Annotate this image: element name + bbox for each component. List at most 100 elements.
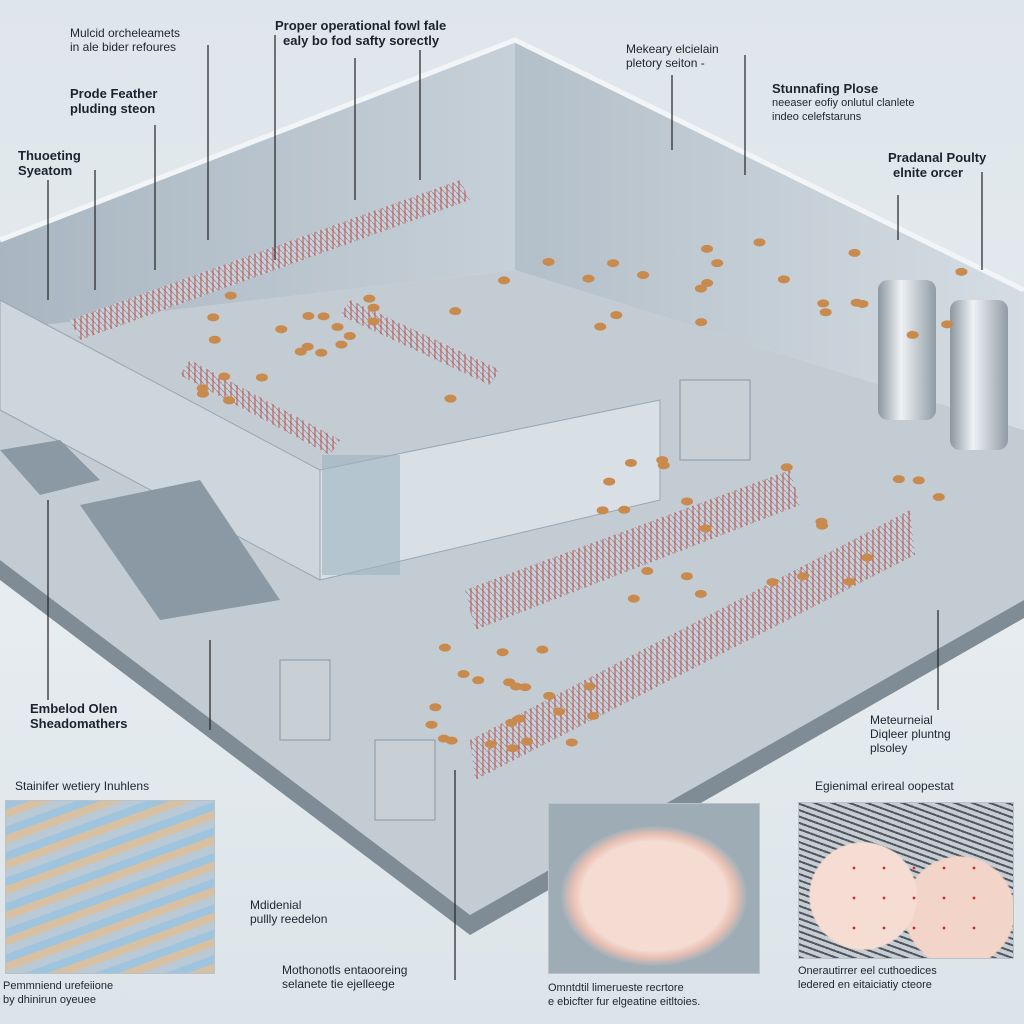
label-line: Sheadomathers: [30, 716, 128, 731]
chicken: [816, 521, 829, 530]
inset-plucking-drum: [798, 802, 1014, 959]
chicken: [223, 396, 236, 405]
chicken: [861, 553, 874, 562]
chicken: [700, 244, 713, 253]
chicken: [932, 493, 945, 502]
label-line: ealy bo fod safty sorectly: [283, 33, 440, 48]
back-wall-left: [0, 40, 515, 330]
office-block: [319, 399, 661, 581]
label-pemmniend: Pemmniend urefeiione by dhinirun oyeuee: [3, 979, 113, 1007]
chicken: [425, 720, 438, 729]
label-line: e ebicfter fur elgeatine eitltoies.: [548, 996, 701, 1008]
label-line: elnite orcer: [893, 165, 964, 180]
chicken: [603, 477, 616, 486]
label-line: Mekeary elcielain: [626, 42, 719, 56]
chicken: [906, 330, 919, 339]
chicken: [627, 594, 640, 603]
chickens: [196, 238, 968, 753]
chicken: [701, 279, 714, 288]
chicken: [694, 589, 707, 598]
chicken: [207, 313, 220, 322]
chicken: [275, 325, 288, 334]
chicken: [941, 320, 954, 329]
chicken: [848, 248, 861, 257]
chicken: [536, 645, 549, 654]
chicken: [519, 683, 532, 692]
chicken: [498, 276, 511, 285]
chicken: [506, 744, 519, 753]
feather-plucking-line: [70, 180, 470, 340]
chicken: [208, 335, 221, 344]
chicken: [583, 682, 596, 691]
chicken: [513, 714, 526, 723]
chicken: [331, 323, 344, 332]
chicken: [843, 577, 856, 586]
label-line: indeo celefstaruns: [772, 111, 862, 123]
chicken: [641, 567, 654, 576]
label-line: pullly reedelon: [250, 912, 328, 926]
label-line: Mulcid orcheleamets: [70, 26, 181, 40]
chicken: [543, 691, 556, 700]
chicken: [596, 506, 609, 515]
chicken: [449, 307, 462, 316]
inset-carcass-tray: [548, 803, 760, 974]
label-stainifer: Stainifer wetiery Inuhlens: [15, 779, 149, 793]
chicken: [255, 373, 268, 382]
label-line: Pradanal Poulty: [888, 150, 987, 165]
chicken: [429, 703, 442, 712]
chicken: [294, 347, 307, 356]
chicken: [302, 312, 315, 321]
label-line: Egienimal erireal oopestat: [815, 779, 954, 793]
chicken: [892, 475, 905, 484]
chicken: [444, 394, 457, 403]
chicken: [587, 711, 600, 720]
label-line: Meteurneial: [870, 713, 933, 727]
label-line: Embelod Olen: [30, 701, 118, 716]
chicken: [196, 389, 209, 398]
chicken: [607, 259, 620, 268]
chicken: [472, 676, 485, 685]
chicken: [317, 312, 330, 321]
label-line: by dhinirun oyeuee: [3, 994, 96, 1006]
label-egienimal: Egienimal erireal oopestat: [815, 779, 954, 793]
label-line: Thuoeting: [18, 148, 81, 163]
label-line: Syeatom: [18, 163, 73, 178]
label-line: Proper operational fowl fale: [275, 18, 447, 33]
chicken: [656, 456, 669, 465]
label-line: Pemmniend urefeiione: [3, 980, 114, 992]
label-line: Mdidenial: [250, 898, 302, 912]
chicken: [777, 275, 790, 284]
chicken: [610, 311, 623, 320]
chicken: [594, 322, 607, 331]
chicken: [624, 458, 637, 467]
chicken: [553, 707, 566, 716]
chicken: [343, 332, 356, 341]
chicken: [438, 643, 451, 652]
label-line: Diqleer pluntng: [870, 727, 951, 741]
chicken: [315, 348, 328, 357]
chicken: [367, 317, 380, 326]
chicken: [797, 572, 810, 581]
chicken: [582, 274, 595, 283]
label-line: Stainifer wetiery Inuhlens: [15, 779, 150, 793]
chicken: [224, 291, 237, 300]
label-line: Prode Feather: [70, 86, 158, 101]
chicken: [780, 463, 793, 472]
chicken: [367, 303, 380, 312]
chicken: [819, 308, 832, 317]
label-line: neeaser eofiy onlutul clanlete: [772, 97, 915, 109]
label-line: pletory seiton -: [626, 56, 705, 70]
chicken: [695, 318, 708, 327]
chicken: [542, 257, 555, 266]
chicken: [637, 271, 650, 280]
